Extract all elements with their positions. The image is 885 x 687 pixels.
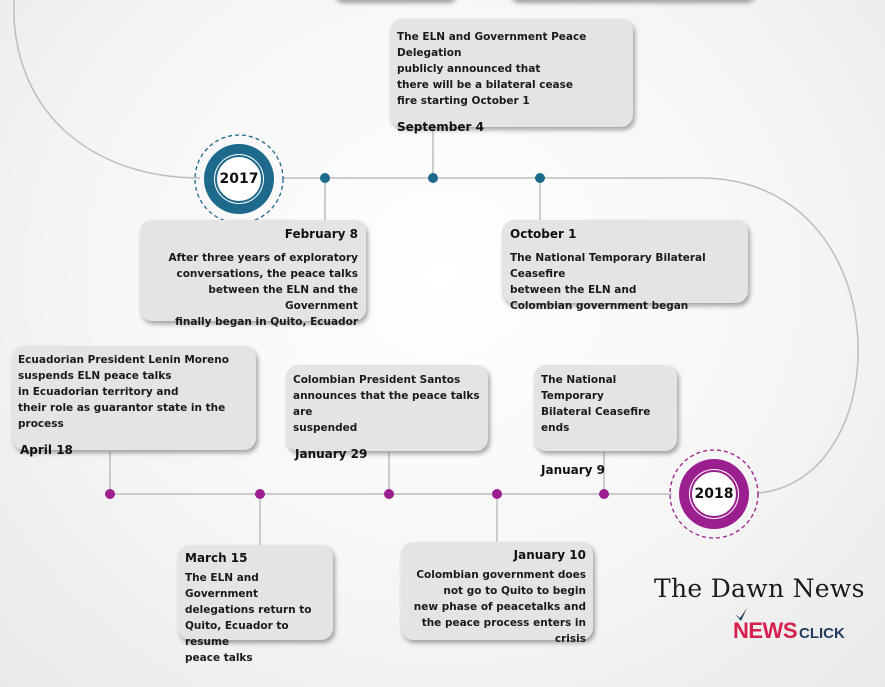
dot-feb8 xyxy=(320,173,330,183)
dot-mar15 xyxy=(255,489,265,499)
dot-jan29 xyxy=(384,489,394,499)
newsclick-news-text: NEWS xyxy=(733,618,798,643)
event-description: The ELN and Government delegations retur… xyxy=(185,572,312,664)
event-description: The National Temporary Bilateral Ceasefi… xyxy=(510,252,706,312)
dot-sep4 xyxy=(428,173,438,183)
event-card-january-9: The National Temporary Bilateral Ceasefi… xyxy=(534,365,677,477)
event-description: Colombian President Santos announces tha… xyxy=(293,374,480,434)
event-description: The National Temporary Bilateral Ceasefi… xyxy=(541,374,651,434)
event-date: April 18 xyxy=(20,443,73,457)
dot-jan9 xyxy=(599,489,609,499)
event-description: Colombian government does not go to Quit… xyxy=(413,569,586,645)
ring-dashed-2017 xyxy=(194,134,284,224)
event-card-january-10: January 10 Colombian government does not… xyxy=(401,542,593,645)
event-card-january-29: Colombian President Santos announces tha… xyxy=(286,365,488,461)
the-dawn-news-logo: The Dawn News xyxy=(654,574,865,603)
event-date: October 1 xyxy=(510,227,577,241)
year-label-2018: 2018 xyxy=(694,486,734,502)
newsclick-tick-icon xyxy=(735,608,747,621)
event-date: February 8 xyxy=(284,227,358,241)
event-card-september-4: The ELN and Government Peace Delegation … xyxy=(390,19,633,134)
event-card-october-1: October 1 The National Temporary Bilater… xyxy=(502,220,748,312)
event-date: January 9 xyxy=(541,463,606,477)
event-card-february-8: February 8 After three years of explorat… xyxy=(140,220,366,328)
curve-right xyxy=(699,177,859,494)
event-date: March 15 xyxy=(185,551,248,565)
curve-top-left xyxy=(13,0,201,179)
newsclick-click-text: CLICK xyxy=(799,625,845,642)
dot-apr18 xyxy=(105,489,115,499)
event-date: September 4 xyxy=(397,120,484,134)
event-card-april-18: Ecuadorian President Lenin Moreno suspen… xyxy=(12,346,256,457)
ring-dashed-2018 xyxy=(669,449,759,539)
event-description: Ecuadorian President Lenin Moreno suspen… xyxy=(18,354,229,430)
year-label-2017: 2017 xyxy=(219,171,259,187)
event-date: January 10 xyxy=(513,548,586,562)
event-date: January 29 xyxy=(295,447,368,461)
event-card-march-15: March 15 The ELN and Government delegati… xyxy=(178,545,333,664)
event-description: After three years of exploratory convers… xyxy=(168,252,358,328)
year-badge-2018: 2018 xyxy=(692,472,736,516)
dot-oct1 xyxy=(535,173,545,183)
dot-jan10 xyxy=(492,489,502,499)
year-badge-2017: 2017 xyxy=(217,157,261,201)
event-description: The ELN and Government Peace Delegation … xyxy=(397,31,587,107)
